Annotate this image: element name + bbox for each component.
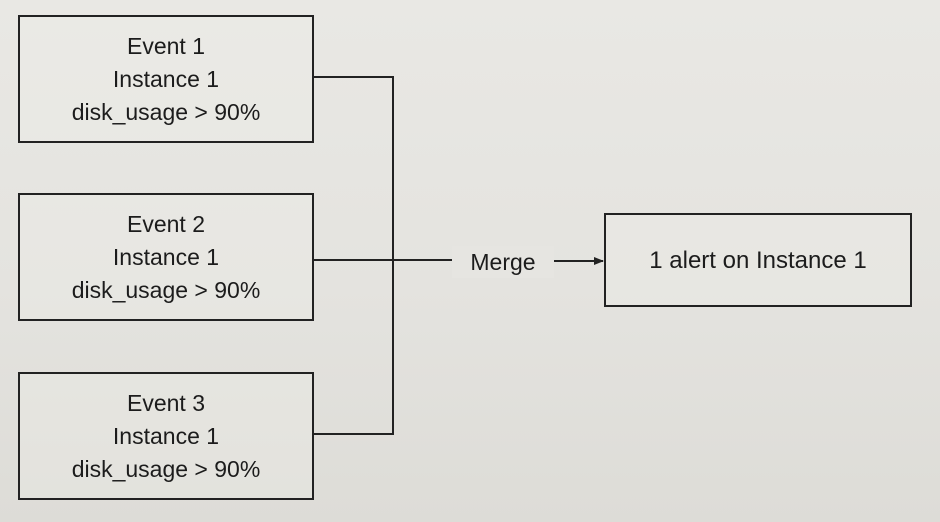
event-3-title: Event 3 xyxy=(127,389,205,416)
event-1-condition: disk_usage > 90% xyxy=(71,98,261,125)
alert-result-label: 1 alert on Instance 1 xyxy=(649,246,867,274)
alert-result-box: 1 alert on Instance 1 xyxy=(604,213,912,307)
event-3-box: Event 3 Instance 1 disk_usage > 90% xyxy=(18,372,314,500)
event-2-box: Event 2 Instance 1 disk_usage > 90% xyxy=(18,193,314,321)
event-2-title: Event 2 xyxy=(127,210,205,237)
event-1-instance: Instance 1 xyxy=(112,65,220,92)
event-1-connector xyxy=(314,76,394,260)
event-2-condition: disk_usage > 90% xyxy=(71,276,261,303)
event-1-title: Event 1 xyxy=(127,32,205,59)
event-3-condition: disk_usage > 90% xyxy=(71,455,261,482)
merge-label: Merge xyxy=(452,246,554,278)
event-1-box: Event 1 Instance 1 disk_usage > 90% xyxy=(18,15,314,143)
event-3-connector xyxy=(314,260,394,435)
event-2-instance: Instance 1 xyxy=(112,243,220,270)
event-3-instance: Instance 1 xyxy=(112,422,220,449)
